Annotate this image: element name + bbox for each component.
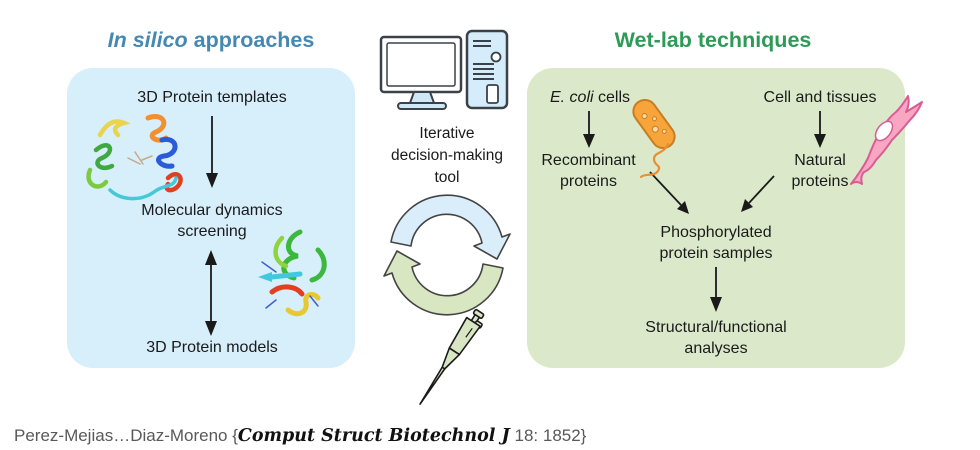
tool-label-line3: tool [434, 169, 460, 186]
arrow-recombinant-to-phospho [649, 171, 689, 214]
in-silico-title-italic: In silico [107, 28, 188, 52]
cell-nucleus [874, 120, 894, 142]
computer-tower-icon [465, 29, 509, 110]
protein-model-structure-image [258, 229, 327, 317]
node-ecoli-cells: E. coli cells [527, 87, 653, 108]
protein-template-structure-image [86, 114, 183, 201]
iterative-tool-label: Iterative decision-making tool [374, 123, 520, 189]
fibroblast-cell-icon [850, 95, 923, 185]
arrow-phospho-to-structural [710, 267, 722, 312]
arrow-templates-to-md [206, 116, 218, 188]
in-silico-title-rest: approaches [187, 28, 315, 52]
wet-lab-title: Wet-lab techniques [614, 28, 812, 52]
micropipette-icon [419, 308, 485, 405]
node-recombinant-proteins: Recombinant proteins [541, 152, 636, 190]
node-3d-protein-models: 3D Protein models [146, 339, 278, 356]
ecoli-bacterium-icon [632, 98, 676, 179]
node-3d-protein-templates: 3D Protein templates [137, 89, 287, 106]
in-silico-title: In silico approaches [66, 27, 356, 53]
cycle-arrow-blue [390, 194, 511, 260]
arrow-md-models-double [205, 250, 217, 336]
node-phosphorylated-protein-samples: Phosphorylated protein samples [659, 224, 773, 262]
arrow-celltissues-to-natural [814, 111, 826, 148]
citation-authors: Perez-Mejias…Diaz-Moreno { [14, 426, 238, 445]
wet-lab-panel [527, 68, 905, 368]
node-ecoli-rest: cells [593, 89, 631, 106]
desktop-computer-icon [379, 29, 509, 110]
flagellum [639, 142, 670, 179]
node-cell-and-tissues: Cell and tissues [763, 89, 877, 106]
citation: Perez-Mejias…Diaz-Moreno {Comput Struct … [14, 426, 954, 446]
node-molecular-dynamics-screening: Molecular dynamics screening [141, 202, 283, 240]
tool-label-line2: decision-making [391, 147, 503, 164]
arrow-natural-to-phospho [741, 175, 775, 212]
iterative-cycle-arrows-icon [383, 194, 511, 316]
cycle-arrow-green [383, 250, 504, 316]
arrow-ecoli-to-recombinant [583, 111, 595, 148]
tool-label-line1: Iterative [419, 125, 475, 142]
citation-ref: 18: 1852} [509, 426, 587, 445]
node-structural-functional-analyses: Structural/functional analyses [645, 319, 787, 357]
node-ecoli-italic: E. coli [549, 89, 594, 106]
monitor-icon [379, 35, 463, 110]
citation-journal: Comput Struct Biotechnol J [237, 426, 510, 446]
node-natural-proteins: Natural proteins [791, 152, 849, 190]
